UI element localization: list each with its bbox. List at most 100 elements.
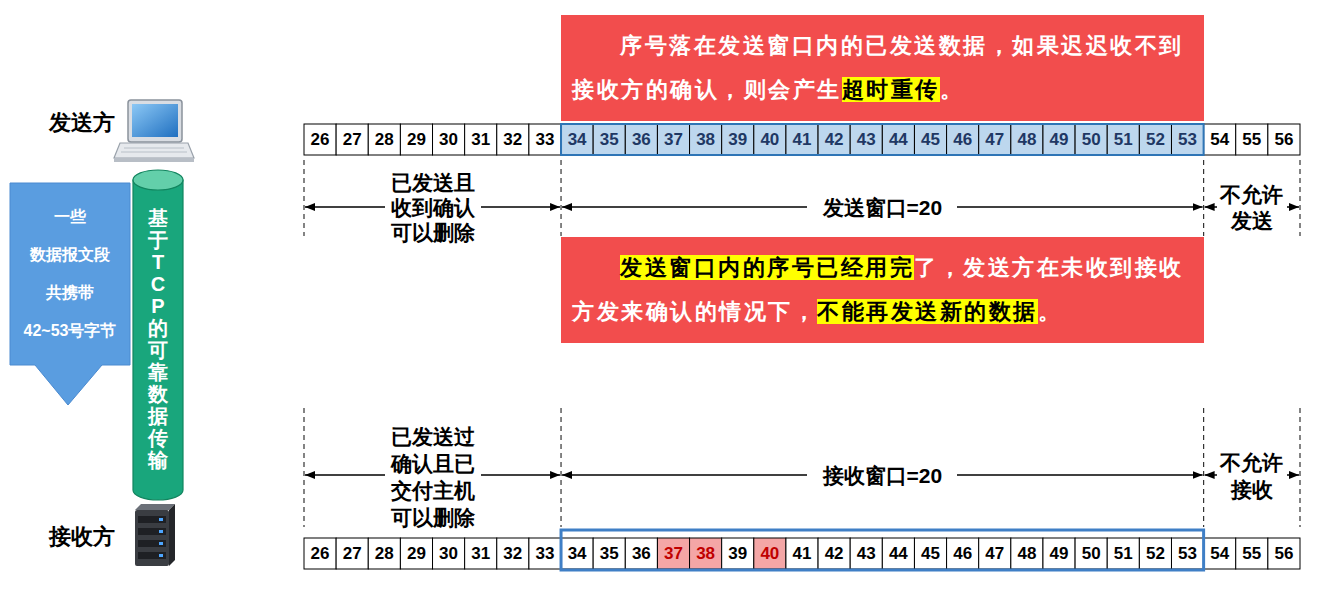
byte-cell [497, 538, 529, 569]
byte-number: 33 [529, 544, 561, 564]
byte-cell [304, 538, 336, 569]
byte-cell [368, 538, 400, 569]
byte-number: 30 [433, 544, 465, 564]
byte-cell [1043, 124, 1075, 155]
byte-number: 27 [336, 130, 368, 150]
byte-number: 51 [1107, 130, 1139, 150]
byte-cell [690, 124, 722, 155]
byte-cell [400, 538, 432, 569]
byte-number: 44 [882, 544, 914, 564]
dashed-bound [303, 408, 304, 527]
byte-cell [336, 538, 368, 569]
dashed-bound [303, 160, 304, 236]
byte-number: 35 [593, 544, 625, 564]
byte-number: 47 [979, 130, 1011, 150]
byte-cell [1236, 538, 1268, 569]
byte-number: 52 [1139, 544, 1171, 564]
byte-cell [1075, 124, 1107, 155]
byte-cell [1139, 538, 1171, 569]
byte-cell [979, 538, 1011, 569]
dashed-bound [1203, 160, 1204, 236]
text-run: 不能再发送新的数据 [817, 299, 1038, 324]
dimension-label: 不允许 接收 [1217, 449, 1287, 503]
byte-number: 26 [304, 544, 336, 564]
dashed-bound [560, 408, 561, 527]
byte-number: 37 [657, 544, 689, 564]
cylinder-body [133, 180, 183, 500]
text-run: 一些 数据报文段 共携带 42~53号字节 [24, 208, 117, 339]
byte-number: 49 [1043, 544, 1075, 564]
byte-number: 39 [722, 544, 754, 564]
byte-cell [818, 124, 850, 155]
byte-cell [1107, 124, 1139, 155]
text-run: 基于TCP的可靠数据传输 [148, 207, 168, 471]
byte-cell [400, 124, 432, 155]
byte-number: 31 [465, 130, 497, 150]
byte-cell [979, 124, 1011, 155]
byte-cell [914, 538, 946, 569]
byte-number: 49 [1043, 130, 1075, 150]
byte-cell [786, 538, 818, 569]
text-run: 。 [1038, 299, 1063, 324]
byte-number: 26 [304, 130, 336, 150]
callout-note: 序号落在发送窗口内的已发送数据，如果迟迟收不到接收方的确认，则会产生超时重传。 [561, 15, 1204, 121]
byte-number: 28 [368, 544, 400, 564]
byte-cell [722, 538, 754, 569]
byte-number: 48 [1011, 544, 1043, 564]
byte-cell [657, 538, 689, 569]
byte-cell [1171, 538, 1203, 569]
laptop-icon [114, 100, 194, 162]
byte-number: 32 [497, 130, 529, 150]
byte-cell [1268, 538, 1300, 569]
byte-number: 56 [1268, 544, 1300, 564]
callout-text: 发送窗口内的序号已经用完了，发送方在未收到接收方发来确认的情况下，不能再发送新的… [572, 246, 1193, 334]
byte-cell [722, 124, 754, 155]
byte-number: 34 [561, 130, 593, 150]
byte-cell [1139, 124, 1171, 155]
byte-number: 38 [690, 544, 722, 564]
cylinder-text: 基于TCP的可靠数据传输 [148, 170, 168, 471]
byte-cell [947, 538, 979, 569]
byte-number: 42 [818, 544, 850, 564]
byte-number: 50 [1075, 544, 1107, 564]
byte-cell [914, 124, 946, 155]
byte-number: 38 [690, 130, 722, 150]
down-arrow-callout: 一些 数据报文段 共携带 42~53号字节 [10, 183, 130, 405]
byte-number: 43 [850, 544, 882, 564]
byte-number: 52 [1139, 130, 1171, 150]
byte-cell [625, 538, 657, 569]
byte-cell [1107, 538, 1139, 569]
receive-window-frame [561, 530, 1204, 570]
byte-cell [593, 124, 625, 155]
byte-number: 50 [1075, 130, 1107, 150]
byte-cell [529, 538, 561, 569]
dashed-bound [1299, 408, 1300, 527]
byte-number: 44 [882, 130, 914, 150]
callout-text: 序号落在发送窗口内的已发送数据，如果迟迟收不到接收方的确认，则会产生超时重传。 [572, 24, 1193, 112]
dimension-label: 已发送且 收到确认 可以删除 [385, 170, 481, 245]
byte-row [304, 538, 1300, 569]
byte-number: 29 [400, 130, 432, 150]
byte-cell [882, 538, 914, 569]
byte-number: 37 [657, 130, 689, 150]
byte-number: 53 [1171, 544, 1203, 564]
send-window-frame [561, 124, 1204, 155]
byte-number: 55 [1236, 544, 1268, 564]
arrow-shape [10, 183, 130, 405]
byte-number: 32 [497, 544, 529, 564]
sender-label: 发送方 [27, 110, 137, 136]
byte-cell [1043, 538, 1075, 569]
byte-number: 45 [914, 544, 946, 564]
dimension-label: 不允许 发送 [1217, 182, 1287, 234]
byte-cell [465, 124, 497, 155]
byte-number: 36 [625, 130, 657, 150]
byte-number: 56 [1268, 130, 1300, 150]
byte-cell [1075, 538, 1107, 569]
text-run: 发送窗口内的序号已经用完 [620, 255, 914, 280]
byte-number: 28 [368, 130, 400, 150]
byte-row [304, 124, 1300, 155]
byte-number: 29 [400, 544, 432, 564]
text-run: 超时重传 [842, 77, 940, 102]
dimension-label: 已发送过 确认且已 交付主机 可以删除 [385, 423, 481, 531]
byte-number: 46 [947, 544, 979, 564]
